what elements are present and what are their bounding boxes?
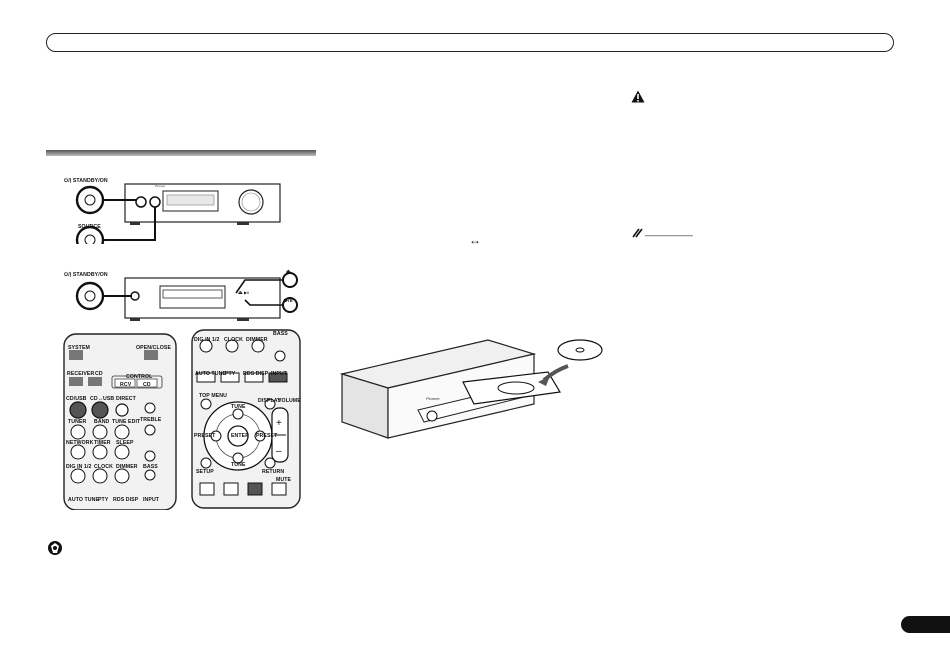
disc-tray	[162, 289, 223, 299]
remote-r-label-tune-top: TUNE	[231, 404, 246, 410]
remote-label-timer: TIMER	[94, 440, 111, 446]
standby-button-large	[75, 185, 105, 215]
play-pause-label: ▶/II	[284, 298, 293, 304]
remote-label-tuner: TUNER	[68, 419, 87, 425]
remote-label-system: SYSTEM	[68, 345, 90, 351]
remote-r-label-auto-tune: AUTO TUNE	[195, 371, 227, 377]
open-close-button-large	[282, 272, 298, 288]
standby-label-2: ⏻/| STANDBY/ON	[64, 272, 108, 278]
svg-text:–: –	[276, 446, 282, 457]
remote-r-label-dimmer: DIMMER	[246, 337, 268, 343]
svg-text:+: +	[276, 418, 282, 429]
remote-label-receiver: RECEIVER	[67, 371, 95, 377]
disc-loading-illustration: Pioneer	[339, 339, 603, 439]
tray-extended	[462, 371, 561, 405]
important-icon	[48, 541, 62, 555]
remote-label-rcv: RCV	[120, 382, 132, 388]
remote-label-pty: PTY	[98, 497, 109, 503]
remote-label-cd-small: CD	[143, 382, 151, 388]
remote-r-label-volume: VOLUME	[278, 398, 301, 404]
remote-r-label-bass: BASS	[273, 331, 288, 337]
running-header-bar	[46, 33, 894, 52]
remote-label-band: BAND	[94, 419, 110, 425]
remote-label-control: CONTROL	[126, 374, 153, 380]
page-number-badge	[901, 616, 950, 633]
remote-r-label-rds-disp: RDS DISP	[243, 371, 269, 377]
remote-label-network: NETWORK	[66, 440, 94, 446]
remote-label-open-close: OPEN/CLOSE	[136, 345, 172, 351]
front-panel-illustration: Pioneer	[75, 183, 281, 244]
remote-r-label-pty: PTY	[225, 371, 236, 377]
source-label: SOURCE	[78, 224, 101, 230]
section-heading-rule	[46, 150, 316, 156]
remote-r-label-top-menu: TOP MENU	[199, 393, 227, 399]
disc	[557, 339, 603, 361]
remote-r-label-mute: MUTE	[276, 477, 292, 483]
remote-label-rds-disp: RDS DISP	[113, 497, 139, 503]
remote-label-auto-tune: AUTO TUNE	[68, 497, 100, 503]
svg-text:Pioneer: Pioneer	[155, 184, 165, 188]
enter-button	[227, 425, 249, 447]
remote-r-label-enter: ENTER	[231, 433, 250, 439]
remote-label-bass: BASS	[143, 464, 158, 470]
remote-label-clock: CLOCK	[94, 464, 113, 470]
remote-r-label-preset-left: PRESET	[194, 433, 216, 439]
remote-label-input: INPUT	[143, 497, 160, 503]
remote-label-treble: TREBLE	[140, 417, 162, 423]
remote-r-label-tune-bottom: TUNE	[231, 462, 246, 468]
remote-label-direct: DIRECT	[116, 396, 136, 402]
front-panel-illustration-2: ⏏ ▶II	[75, 272, 298, 321]
remote-left-panel	[63, 333, 177, 510]
volume-knob	[238, 189, 264, 215]
svg-text:⏏: ⏏	[238, 290, 243, 296]
svg-text:▶II: ▶II	[244, 290, 249, 295]
remote-r-label-clock: CLOCK	[224, 337, 243, 343]
remote-right-panel: + –	[191, 329, 301, 509]
remote-r-label-input: INPUT	[271, 371, 288, 377]
remote-r-label-display: DISPLAY	[258, 398, 281, 404]
svg-text:Pioneer: Pioneer	[426, 396, 440, 401]
note-pencil-icon	[632, 228, 693, 238]
standby-button-large-2	[75, 281, 105, 311]
remote-label-sleep: SLEEP	[116, 440, 134, 446]
warning-triangle-icon	[631, 90, 645, 103]
remote-label-tune-edit: TUNE EDIT	[112, 419, 141, 425]
remote-label-dig-in: DIG IN 1/2	[66, 464, 92, 470]
remote-label-dimmer: DIMMER	[116, 464, 138, 470]
remote-r-label-return: RETURN	[262, 469, 285, 475]
remote-label-cd-usb: CD/USB	[66, 396, 87, 402]
standby-label-1: ⏻/| STANDBY/ON	[64, 178, 108, 184]
double-arrow-icon: ↔	[469, 233, 481, 247]
remote-label-cd: CD	[95, 371, 103, 377]
remote-label-cd-usb-2: CD↔USB	[90, 396, 115, 402]
remote-r-label-preset-right: PRESET	[256, 433, 278, 439]
remote-r-label-dig-in: DIG IN 1/2	[194, 337, 220, 343]
remote-r-label-setup: SETUP	[196, 469, 214, 475]
open-close-label: ⏏	[286, 269, 292, 275]
